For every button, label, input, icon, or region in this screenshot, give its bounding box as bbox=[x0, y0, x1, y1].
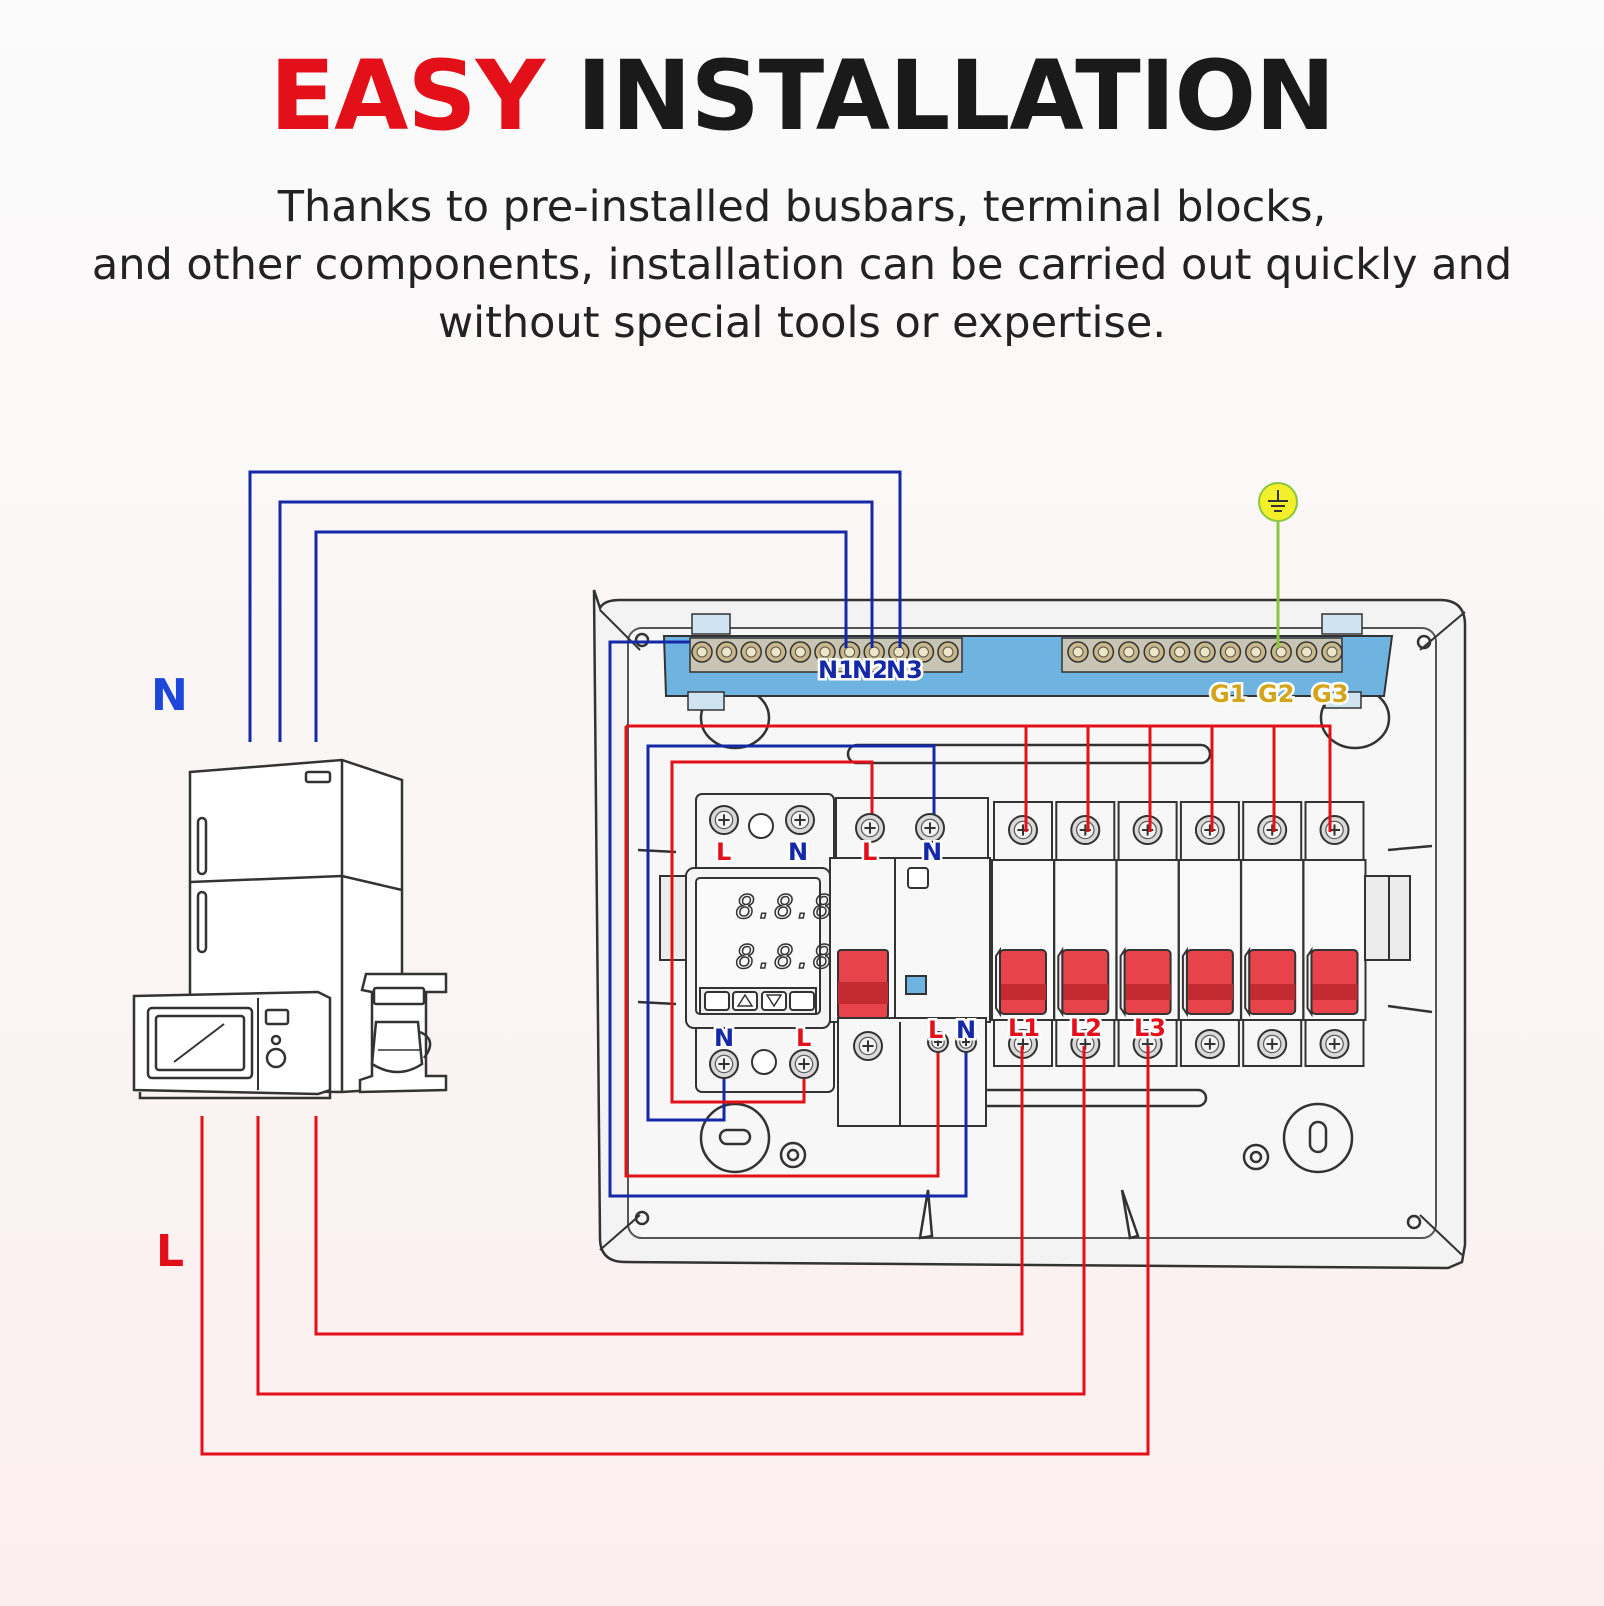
mcb-breaker bbox=[1115, 801, 1180, 1067]
meter-bottom-live-label: L bbox=[796, 1024, 811, 1052]
terminal-label-g2: G2 bbox=[1258, 680, 1294, 708]
page-title: EASY INSTALLATION bbox=[0, 40, 1604, 152]
neutral-terminal-labels: N1 N2 N3 bbox=[816, 654, 926, 687]
appliance-group bbox=[132, 758, 448, 1100]
screw-terminal bbox=[1070, 815, 1101, 845]
terminal-screw bbox=[1219, 641, 1242, 663]
terminal-screw bbox=[1321, 641, 1343, 663]
terminal-screw bbox=[1143, 641, 1165, 663]
screw-terminal bbox=[927, 1031, 949, 1053]
terminal-label-n3: N3 bbox=[886, 656, 923, 684]
terminal-screw bbox=[1118, 641, 1140, 663]
subtitle: Thanks to pre-installed busbars, termina… bbox=[40, 178, 1564, 352]
terminal-label-n2: N2 bbox=[852, 656, 889, 684]
terminal-screw bbox=[1245, 641, 1267, 663]
coffee-maker-icon bbox=[358, 972, 448, 1094]
rcd-top-live-label: L bbox=[862, 838, 877, 866]
meter-display-bottom: 8.8.8 bbox=[736, 938, 832, 976]
mcb-breaker bbox=[1240, 801, 1305, 1067]
screw-terminal bbox=[1257, 815, 1288, 845]
energy-meter bbox=[685, 793, 835, 1093]
terminal-screw bbox=[1295, 641, 1318, 663]
terminal-screw bbox=[1067, 641, 1089, 663]
screw-terminal bbox=[955, 1031, 977, 1053]
rcd-top-neutral-label: N bbox=[922, 838, 942, 866]
breaker-handle bbox=[1306, 946, 1359, 1018]
screw-terminal bbox=[1319, 1029, 1350, 1059]
screw-terminal bbox=[1008, 815, 1038, 845]
terminal-screw bbox=[765, 641, 787, 663]
neutral-terminal-screws bbox=[691, 641, 959, 663]
terminal-label-g1: G1 bbox=[1210, 680, 1246, 708]
title-rest: INSTALLATION bbox=[576, 40, 1336, 152]
neutral-wires bbox=[248, 470, 968, 1198]
terminal-screw bbox=[691, 641, 713, 663]
screw-terminal bbox=[789, 1049, 819, 1079]
microwave-icon bbox=[132, 990, 332, 1100]
screw-terminal bbox=[855, 813, 885, 843]
screw-terminal bbox=[1132, 815, 1163, 845]
screw-terminal bbox=[1194, 1029, 1225, 1059]
screw-terminal bbox=[1132, 1029, 1163, 1059]
ground-terminal-screws bbox=[1067, 641, 1343, 663]
terminal-screw bbox=[1270, 641, 1292, 663]
terminal-screw bbox=[740, 641, 762, 663]
breaker-output-l3: L3 bbox=[1134, 1014, 1166, 1042]
device-screws bbox=[709, 805, 977, 1079]
terminal-screw bbox=[937, 641, 959, 663]
terminal-screw bbox=[814, 641, 836, 663]
live-side-label: L bbox=[156, 1226, 184, 1277]
terminal-screw bbox=[789, 641, 812, 663]
screw-terminal bbox=[1257, 1029, 1288, 1059]
breaker-handle bbox=[995, 946, 1047, 1018]
mcb-breaker bbox=[1302, 801, 1367, 1067]
terminal-screw bbox=[1092, 641, 1115, 663]
neutral-side-label: N bbox=[151, 670, 188, 721]
breaker-handle bbox=[1119, 946, 1172, 1018]
mcb-breaker bbox=[1053, 801, 1118, 1067]
screw-terminal bbox=[1194, 815, 1225, 845]
terminal-screw bbox=[863, 641, 885, 663]
mcb-breaker bbox=[1177, 801, 1242, 1067]
terminal-screw bbox=[1194, 641, 1216, 663]
terminal-screw bbox=[715, 641, 738, 663]
terminal-label-n1: N1 bbox=[818, 656, 855, 684]
meter-display-top: 8.8.8 bbox=[736, 888, 832, 926]
subtitle-line-3: without special tools or expertise. bbox=[437, 298, 1167, 348]
subtitle-line-2: and other components, installation can b… bbox=[91, 240, 1513, 290]
terminal-label-g3: G3 bbox=[1312, 680, 1348, 708]
screw-terminal bbox=[785, 805, 815, 835]
ground-symbol-icon bbox=[1258, 482, 1298, 522]
rcd-bottom-neutral-label: N bbox=[956, 1016, 976, 1044]
breaker-handle bbox=[1057, 946, 1110, 1018]
rcd-bottom-live-label: L bbox=[928, 1016, 943, 1044]
screw-terminal bbox=[853, 1031, 883, 1061]
breaker-handle bbox=[1181, 946, 1234, 1018]
screw-terminal bbox=[709, 805, 739, 835]
ground-terminal-labels: G1 G2 G3 bbox=[1208, 678, 1351, 711]
terminal-screw bbox=[912, 641, 935, 663]
screw-terminal bbox=[1008, 1029, 1038, 1059]
breaker-output-l2: L2 bbox=[1070, 1014, 1102, 1042]
meter-bottom-neutral-label: N bbox=[714, 1024, 734, 1052]
screw-terminal bbox=[709, 1049, 739, 1079]
din-rail-end bbox=[1364, 875, 1390, 961]
breaker-handle bbox=[1244, 946, 1297, 1018]
mcb-breakers bbox=[991, 801, 1390, 1067]
meter-top-live-label: L bbox=[716, 838, 731, 866]
breaker-output-l1: L1 bbox=[1008, 1014, 1040, 1042]
screw-terminal bbox=[915, 813, 945, 843]
subtitle-line-1: Thanks to pre-installed busbars, termina… bbox=[277, 182, 1327, 232]
meter-top-neutral-label: N bbox=[788, 838, 808, 866]
title-accent: EASY bbox=[269, 40, 546, 152]
screw-terminal bbox=[1319, 815, 1350, 845]
live-wires bbox=[200, 724, 1332, 1456]
terminal-screw bbox=[1168, 641, 1191, 663]
